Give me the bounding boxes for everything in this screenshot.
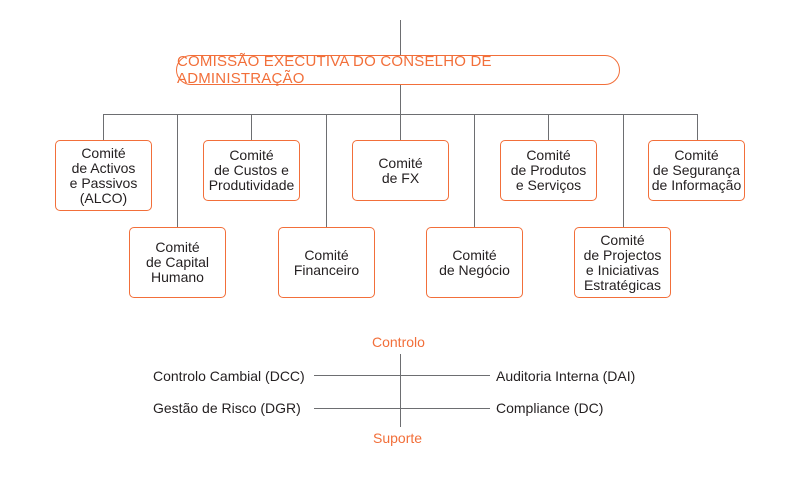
connector-capital [177,114,178,227]
connector-alco [103,114,104,140]
connector-custos [251,114,252,140]
committee-financeiro: Comité Financeiro [278,227,375,298]
committee-produtos: Comité de Produtos e Serviços [500,140,597,201]
committee-fx: Comité de FX [352,140,449,201]
top-connector [400,20,401,55]
connector-projectos [623,114,624,227]
connector-negocio [474,114,475,227]
executive-committee-box: COMISSÃO EXECUTIVA DO CONSELHO DE ADMINI… [176,53,620,87]
unit-compliance: Compliance (DC) [496,400,604,416]
axis-top-line [314,375,490,376]
committee-seguranca: Comité de Segurança de Informação [648,140,745,201]
committee-negocio: Comité de Negócio [426,227,523,298]
unit-controlo-cambial: Controlo Cambial (DCC) [153,368,305,384]
axis-label-suporte: Suporte [373,430,423,446]
committee-projectos: Comité de Projectos e Iniciativas Estrat… [574,227,671,298]
axis-vertical-line [400,354,401,427]
unit-gestao-de-risco: Gestão de Risco (DGR) [153,400,301,416]
axis-label-controlo: Controlo [372,334,425,350]
axis-bottom-line [314,408,490,409]
committee-alco: Comité de Activos e Passivos (ALCO) [55,140,152,211]
committee-custos: Comité de Custos e Produtividade [203,140,300,201]
connector-seguranca [697,114,698,140]
exec-connector [400,85,401,114]
committee-capital-humano: Comité de Capital Humano [129,227,226,298]
connector-financeiro [326,114,327,227]
unit-auditoria-interna: Auditoria Interna (DAI) [496,368,636,384]
connector-produtos [548,114,549,140]
connector-fx [400,114,401,140]
